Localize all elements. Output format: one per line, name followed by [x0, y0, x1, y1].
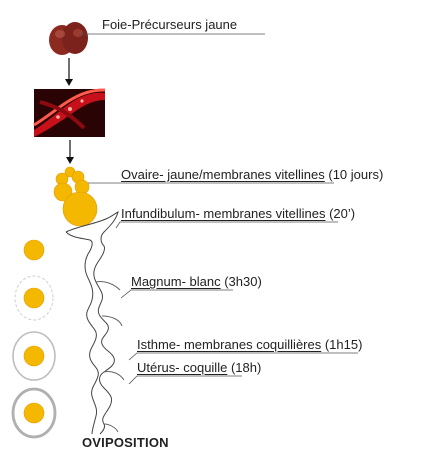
arrow-down-icon — [66, 140, 74, 164]
liver-label: Foie-Précurseurs jaune — [102, 17, 237, 33]
uterus-label-line — [129, 376, 242, 384]
liver-label-text: Foie-Précurseurs jaune — [102, 17, 237, 32]
ovary-yolk-cluster — [54, 167, 97, 226]
magnum-label: Magnum- blanc (3h30) — [131, 274, 262, 290]
infundibulum-label-line — [116, 222, 338, 228]
infundibulum-label: Infundibulum- membranes vitellines (20’) — [121, 206, 355, 222]
ovary-duration: (10 jours) — [325, 167, 384, 182]
blood-vessel-image — [34, 89, 105, 137]
liver-icon — [49, 22, 88, 55]
oviduct-tube — [66, 212, 124, 434]
ovary-label: Ovaire- jaune/membranes vitellines (10 j… — [121, 167, 383, 183]
infundibulum-duration: (20’) — [325, 206, 355, 221]
magnum-label-text: Magnum- blanc — [131, 274, 221, 289]
isthme-label: Isthme- membranes coquillières (1h15) — [137, 337, 362, 353]
arrow-down-icon — [65, 58, 73, 86]
uterus-label-text: Utérus- coquille — [137, 360, 227, 375]
egg-stage-3 — [13, 332, 55, 380]
magnum-label-line — [121, 290, 233, 298]
magnum-duration: (3h30) — [221, 274, 262, 289]
isthme-label-line — [129, 353, 358, 360]
uterus-label: Utérus- coquille (18h) — [137, 360, 261, 376]
oviposition-label: OVIPOSITION — [82, 435, 169, 450]
egg-stage-2 — [15, 276, 53, 320]
isthme-duration: (1h15) — [321, 337, 362, 352]
uterus-duration: (18h) — [227, 360, 261, 375]
egg-stage-4 — [13, 389, 55, 437]
infundibulum-label-text: Infundibulum- membranes vitellines — [121, 206, 325, 221]
egg-stage-1 — [24, 240, 44, 260]
ovary-label-text: Ovaire- jaune/membranes vitellines — [121, 167, 325, 182]
isthme-label-text: Isthme- membranes coquillières — [137, 337, 321, 352]
